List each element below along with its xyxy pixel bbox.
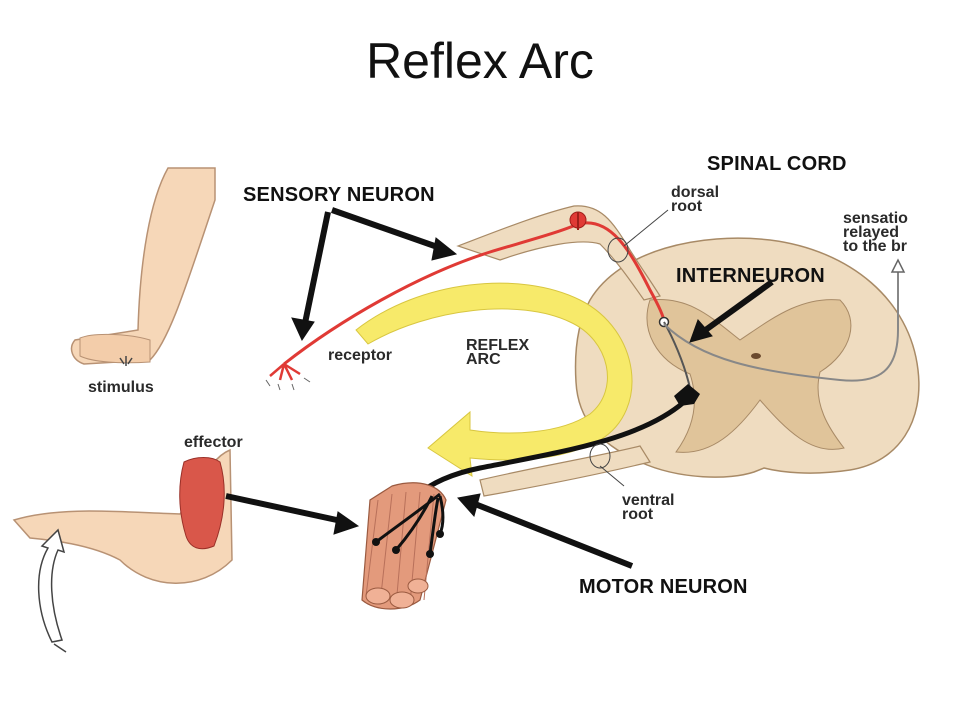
movement-arrow — [37, 528, 66, 643]
ascending-tract-head — [890, 258, 906, 273]
label-relayed: relayed — [843, 224, 900, 241]
label-root-top: root — [671, 198, 703, 215]
effector-muscle — [179, 457, 225, 550]
label-to-the-brain: to the br — [843, 238, 907, 255]
lower-arm — [12, 448, 233, 584]
sensory-neuron-dendrites — [269, 362, 301, 381]
upper-arm — [70, 167, 216, 365]
callout-interneuron: INTERNEURON — [676, 265, 825, 287]
callout-arrows — [225, 207, 774, 569]
muscle-bundle — [361, 482, 447, 610]
page-title: Reflex Arc — [366, 33, 594, 89]
callout-sensory-neuron: SENSORY NEURON — [243, 184, 435, 206]
ventral-root-pointer — [599, 465, 625, 487]
callout-spinal-cord: SPINAL CORD — [707, 153, 847, 175]
label-receptor: receptor — [328, 347, 393, 364]
label-root-bottom: root — [622, 506, 654, 523]
motor-neuron-cell-body — [674, 384, 700, 406]
sensory-neuron — [283, 221, 666, 366]
stimulus-icon — [119, 356, 133, 366]
upper-hand — [79, 333, 151, 364]
label-dorsal: dorsal — [671, 184, 720, 201]
motor-end-plates — [372, 530, 444, 558]
ventral-root-loop — [589, 443, 611, 469]
motor-neuron — [414, 400, 686, 498]
callout-motor-neuron: MOTOR NEURON — [579, 576, 748, 598]
label-sensation: sensatio — [843, 210, 908, 227]
ascending-tract — [663, 270, 899, 382]
movement-arrow-base — [53, 643, 67, 653]
motor-end-branches — [375, 492, 445, 555]
reflex-arc-arrow — [355, 282, 633, 477]
dorsal-root-pointer — [623, 209, 669, 247]
ventral-root — [479, 445, 651, 497]
label-effector: effector — [184, 434, 243, 451]
receptor-endings-icon — [265, 377, 311, 391]
label-stimulus: stimulus — [88, 379, 154, 396]
label-arc: ARC — [466, 351, 501, 368]
label-reflex: REFLEX — [466, 337, 530, 354]
central-canal — [751, 353, 761, 359]
label-ventral: ventral — [622, 492, 675, 509]
dorsal-root-loop — [607, 237, 629, 263]
